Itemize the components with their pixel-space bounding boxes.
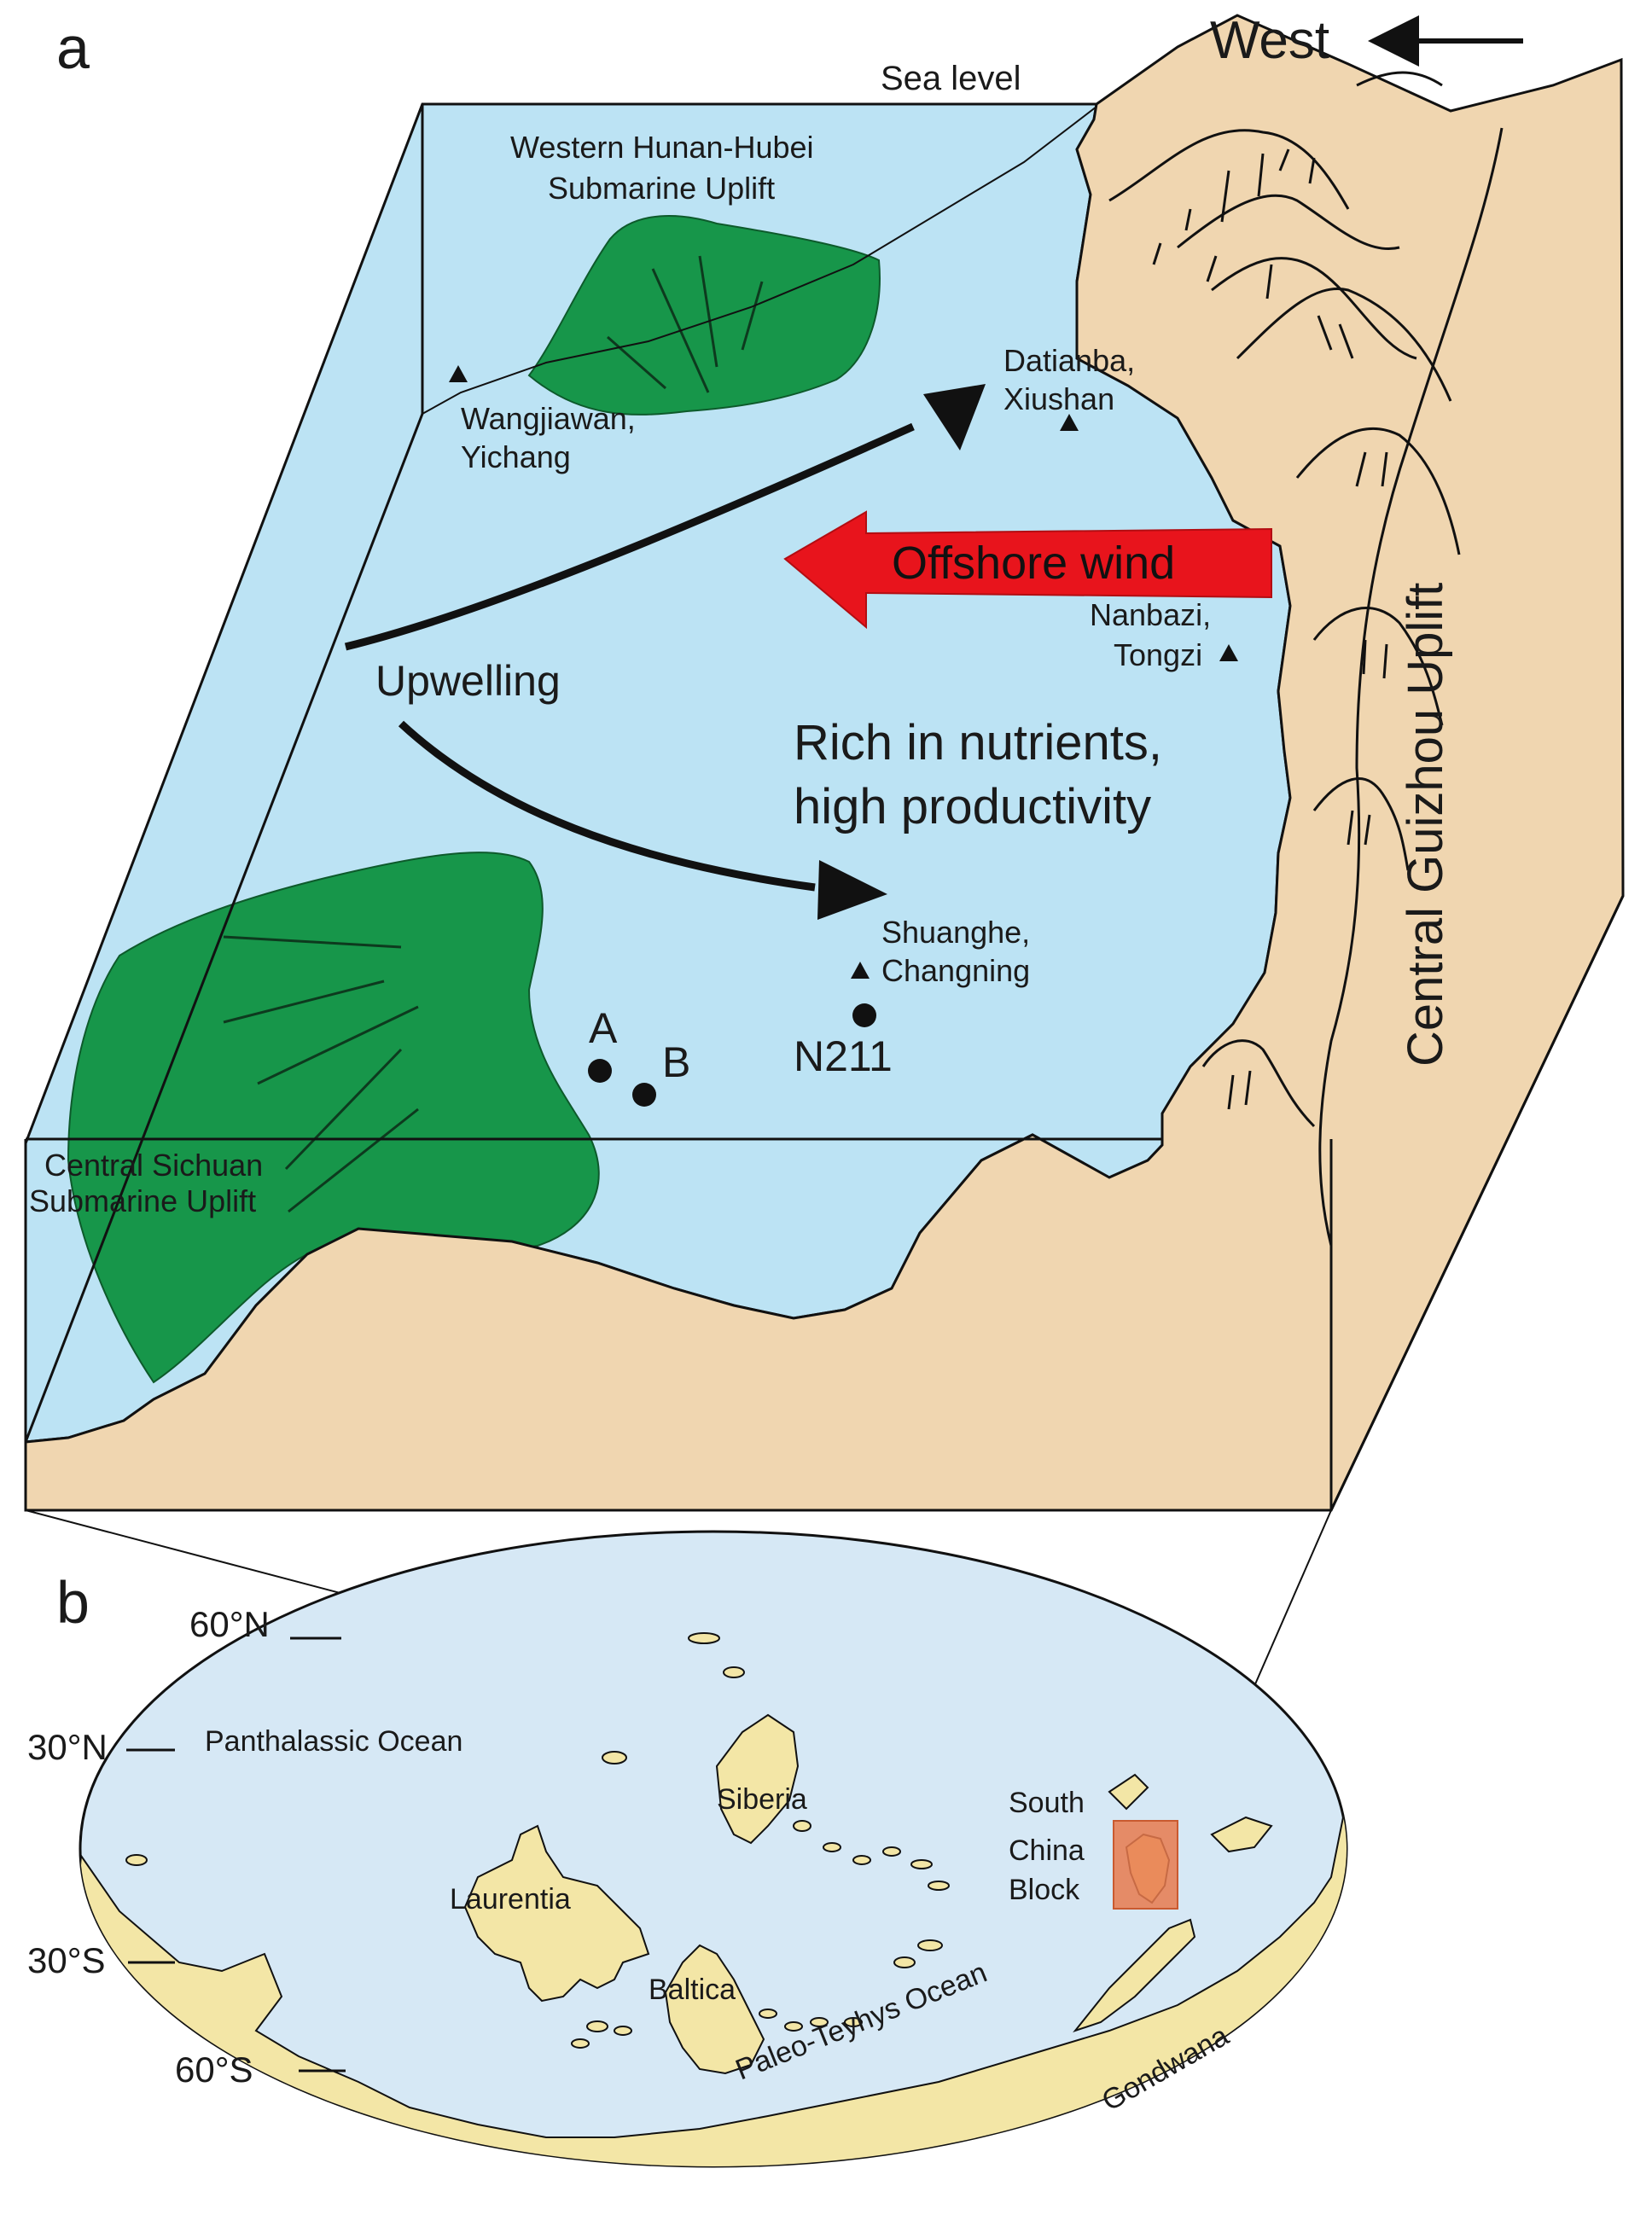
section-label-wangjiawan-2: Yichang xyxy=(461,439,571,474)
continent-label-siberia: Siberia xyxy=(717,1783,807,1816)
continent-laurentia xyxy=(463,1824,650,2003)
mountain-hachures xyxy=(1152,148,1388,1110)
mountain-ridges xyxy=(1108,71,1461,1128)
section-marker-datianba[interactable] xyxy=(1060,414,1079,431)
section-marker-nanbazi[interactable] xyxy=(1219,644,1238,661)
latitude-30n: 30°N xyxy=(27,1727,108,1767)
continent-gondwana xyxy=(80,1791,1347,2166)
upwelling-arrow-lower-head xyxy=(817,860,887,920)
uplift-western-hunan-hubei xyxy=(527,215,881,416)
section-label-datianba-2: Xiushan xyxy=(1003,381,1114,416)
latitude-30s: 30°S xyxy=(27,1940,106,1980)
eastern-arc-1 xyxy=(1073,1918,1196,2033)
panel-a-label: a xyxy=(56,15,90,81)
continent-label-laurentia: Laurentia xyxy=(450,1883,571,1916)
section-label-shuanghe-1: Shuanghe, xyxy=(881,915,1030,950)
section-label-wangjiawan-1: Wangjiawan, xyxy=(461,401,636,436)
uplift-west-label-1: Western Hunan-Hubei xyxy=(510,130,814,165)
nutrients-label-1: Rich in nutrients, xyxy=(794,715,1162,770)
block-diagram: a West Sea level Western Hunan-Hubei Sub… xyxy=(24,11,1625,1512)
study-area-label-1: South xyxy=(1009,1787,1085,1819)
continent-baltica xyxy=(664,1944,765,2075)
land-cross-section xyxy=(24,14,1625,1512)
uplift-central-label-1: Central Sichuan xyxy=(44,1148,263,1183)
continent-label-baltica: Baltica xyxy=(649,1974,736,2006)
continent-siberia xyxy=(715,1713,800,1845)
section-marker-wangjiawan[interactable] xyxy=(449,365,468,382)
nutrients-label-2: high productivity xyxy=(794,779,1151,834)
well-b-marker[interactable] xyxy=(632,1083,656,1107)
uplift-central-hachures xyxy=(223,935,419,1213)
section-marker-shuanghe[interactable] xyxy=(851,962,870,979)
section-label-shuanghe-2: Changning xyxy=(881,953,1030,988)
uplift-west-label-2: Submarine Uplift xyxy=(548,171,775,206)
eastern-arc-2 xyxy=(1108,1773,1149,1811)
ocean-panthalassic: Panthalassic Ocean xyxy=(205,1725,462,1758)
offshore-wind-label: Offshore wind xyxy=(892,538,1175,589)
west-label: West xyxy=(1210,11,1329,70)
section-label-datianba-1: Datianba, xyxy=(1003,343,1135,378)
eastern-arc-3 xyxy=(1210,1816,1273,1853)
upwelling-arrow-upper xyxy=(344,422,915,651)
world-map: b 60°N 30°N 30°S 60°S Panthalassic Ocean… xyxy=(27,1530,1348,2168)
offshore-wind-arrow[interactable] xyxy=(783,510,1272,630)
well-n211-marker[interactable] xyxy=(852,1003,876,1027)
well-a-label: A xyxy=(589,1004,618,1052)
section-label-nanbazi-1: Nanbazi, xyxy=(1090,597,1211,632)
study-area-label-2: China xyxy=(1009,1834,1085,1867)
section-label-nanbazi-2: Tongzi xyxy=(1114,637,1202,672)
well-a-marker[interactable] xyxy=(588,1059,612,1083)
study-area-box[interactable] xyxy=(1113,1820,1178,1910)
guizhou-uplift-label: Central Guizhou Uplift xyxy=(1398,583,1453,1067)
uplift-central-label-2: Submarine Uplift xyxy=(29,1183,256,1218)
upwelling-label: Upwelling xyxy=(375,657,561,705)
study-area-label-3: Block xyxy=(1009,1874,1080,1906)
land-valley-line xyxy=(1318,127,1504,1247)
upwelling-arrow-lower xyxy=(398,720,816,892)
panel-b-label: b xyxy=(56,1569,90,1636)
latitude-60n: 60°N xyxy=(189,1604,270,1644)
plateau-outline xyxy=(422,106,1097,415)
well-n211-label: N211 xyxy=(794,1032,893,1080)
upwelling-arrow-upper-head xyxy=(923,384,986,451)
sea-level-label: Sea level xyxy=(881,60,1021,97)
island-chain xyxy=(125,1632,950,2049)
latitude-60s: 60°S xyxy=(175,2049,253,2090)
latitude-ticks xyxy=(126,1637,346,2073)
well-b-label: B xyxy=(662,1038,690,1086)
